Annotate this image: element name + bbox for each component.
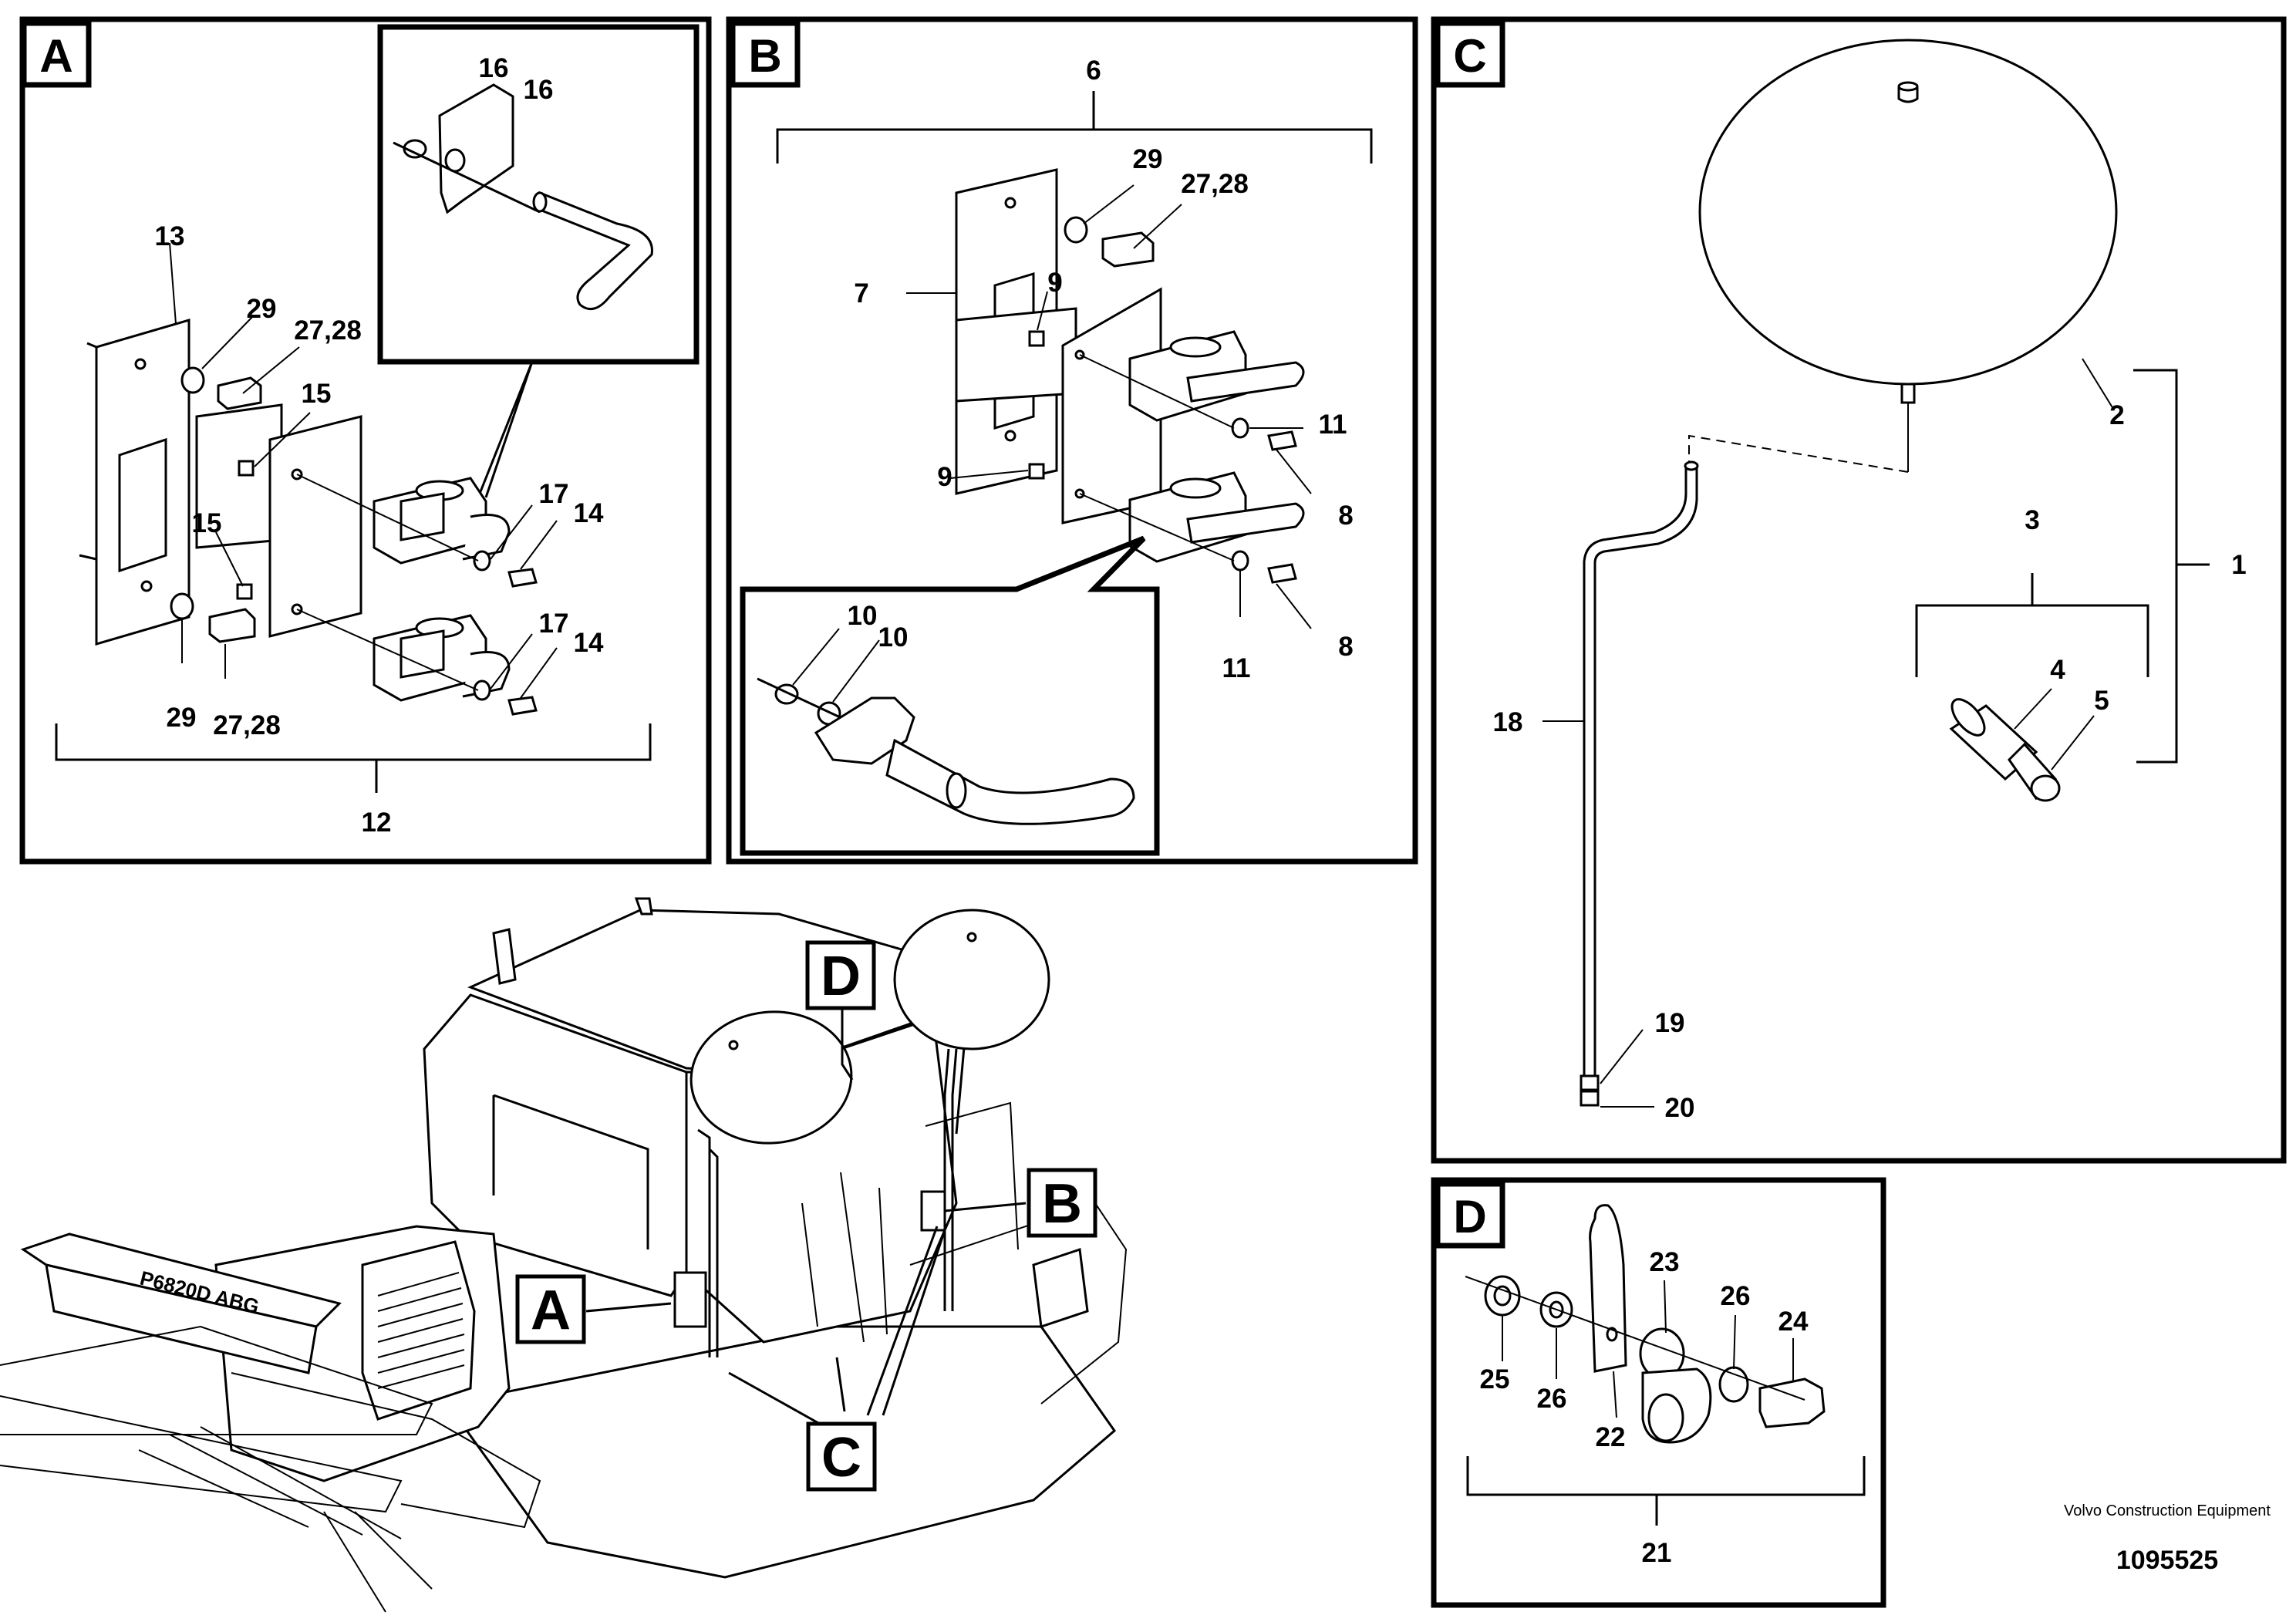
panel-b-inset	[740, 535, 1160, 856]
callout-3: 3	[2025, 505, 2039, 535]
callout-2: 2	[2109, 400, 2124, 430]
callout-17b: 17	[539, 609, 569, 639]
overview-label-a-box	[515, 1274, 586, 1344]
callout-29-b: 29	[1133, 144, 1163, 174]
panel-a-letter-box	[21, 20, 92, 88]
callout-1: 1	[2231, 550, 2246, 580]
callout-9b: 9	[937, 462, 952, 492]
panel-b-letter: B	[748, 30, 781, 82]
callout-15a: 15	[302, 379, 332, 409]
callout-25: 25	[1480, 1364, 1510, 1394]
panel-d-letter-box	[1435, 1181, 1505, 1249]
callout-23: 23	[1650, 1247, 1680, 1277]
callout-6: 6	[1086, 56, 1101, 86]
spring-pin-detail	[393, 83, 653, 311]
footer-drawing-number: 1095525	[2116, 1546, 2219, 1575]
overview-label-b-box	[1027, 1168, 1097, 1238]
rod-18	[1583, 463, 1698, 1089]
panel-c: C 2 3 1 4 5	[1431, 16, 2287, 1164]
overview-label-c-box	[806, 1421, 877, 1492]
machine-overview: P6820D ABG A B	[0, 897, 1128, 1613]
callout-27-28b: 27,28	[213, 710, 281, 740]
callout-14b: 14	[574, 628, 604, 658]
overview-label-c: C	[821, 1427, 861, 1489]
callout-21: 21	[1642, 1538, 1672, 1568]
callout-16a: 16	[479, 53, 509, 83]
callout-14a: 14	[574, 498, 604, 528]
panel-b: B	[726, 16, 1418, 865]
bracket-plate	[268, 415, 362, 638]
overview-label-a: A	[531, 1280, 571, 1341]
callout-22: 22	[1596, 1422, 1626, 1452]
overview-label-b: B	[1042, 1173, 1082, 1235]
callout-12: 12	[362, 808, 392, 838]
callout-9a: 9	[1047, 268, 1062, 298]
callout-29b: 29	[167, 703, 197, 733]
callout-20: 20	[1665, 1093, 1695, 1123]
panel-d-letter: D	[1453, 1191, 1486, 1243]
spring-pin-detail-b	[757, 677, 1135, 825]
hook-22	[1589, 1204, 1627, 1373]
panel-d: D 23 26 24 25 26 22 21	[1431, 1177, 1886, 1608]
callout-27-28a: 27,28	[294, 315, 362, 346]
callout-16b: 16	[524, 75, 554, 105]
callout-4: 4	[2050, 655, 2065, 685]
panel-a-inset	[377, 24, 700, 365]
callout-11b: 11	[1222, 653, 1251, 683]
callout-26a: 26	[1721, 1281, 1751, 1311]
panel-a: A	[19, 16, 712, 865]
callout-13: 13	[155, 221, 185, 251]
callout-7: 7	[854, 278, 868, 309]
panel-b-letter-box	[730, 20, 801, 88]
overview-label-d-box	[805, 940, 876, 1010]
footer-company: Volvo Construction Equipment	[2064, 1502, 2271, 1519]
panel-c-letter: C	[1453, 30, 1486, 82]
overview-label-d: D	[821, 946, 861, 1007]
callout-24: 24	[1778, 1307, 1809, 1337]
callout-27-28-b: 27,28	[1181, 169, 1249, 199]
callout-26b: 26	[1537, 1384, 1567, 1414]
callout-5: 5	[2094, 686, 2109, 716]
callout-8a: 8	[1338, 501, 1353, 531]
mirror-head-4-5	[1949, 698, 2061, 802]
callout-8b: 8	[1338, 632, 1353, 662]
clamp-upper	[373, 477, 511, 565]
callout-18: 18	[1493, 707, 1523, 737]
panel-c-letter-box	[1435, 20, 1505, 88]
callout-15b: 15	[192, 508, 222, 538]
callout-17a: 17	[539, 479, 569, 509]
callout-11a: 11	[1319, 410, 1347, 440]
callout-10b: 10	[878, 622, 909, 653]
callout-19: 19	[1655, 1008, 1685, 1038]
panel-a-letter: A	[39, 30, 72, 82]
callout-10a: 10	[848, 601, 878, 631]
callout-29a: 29	[247, 294, 277, 324]
clamp-b-upper	[1128, 330, 1305, 422]
